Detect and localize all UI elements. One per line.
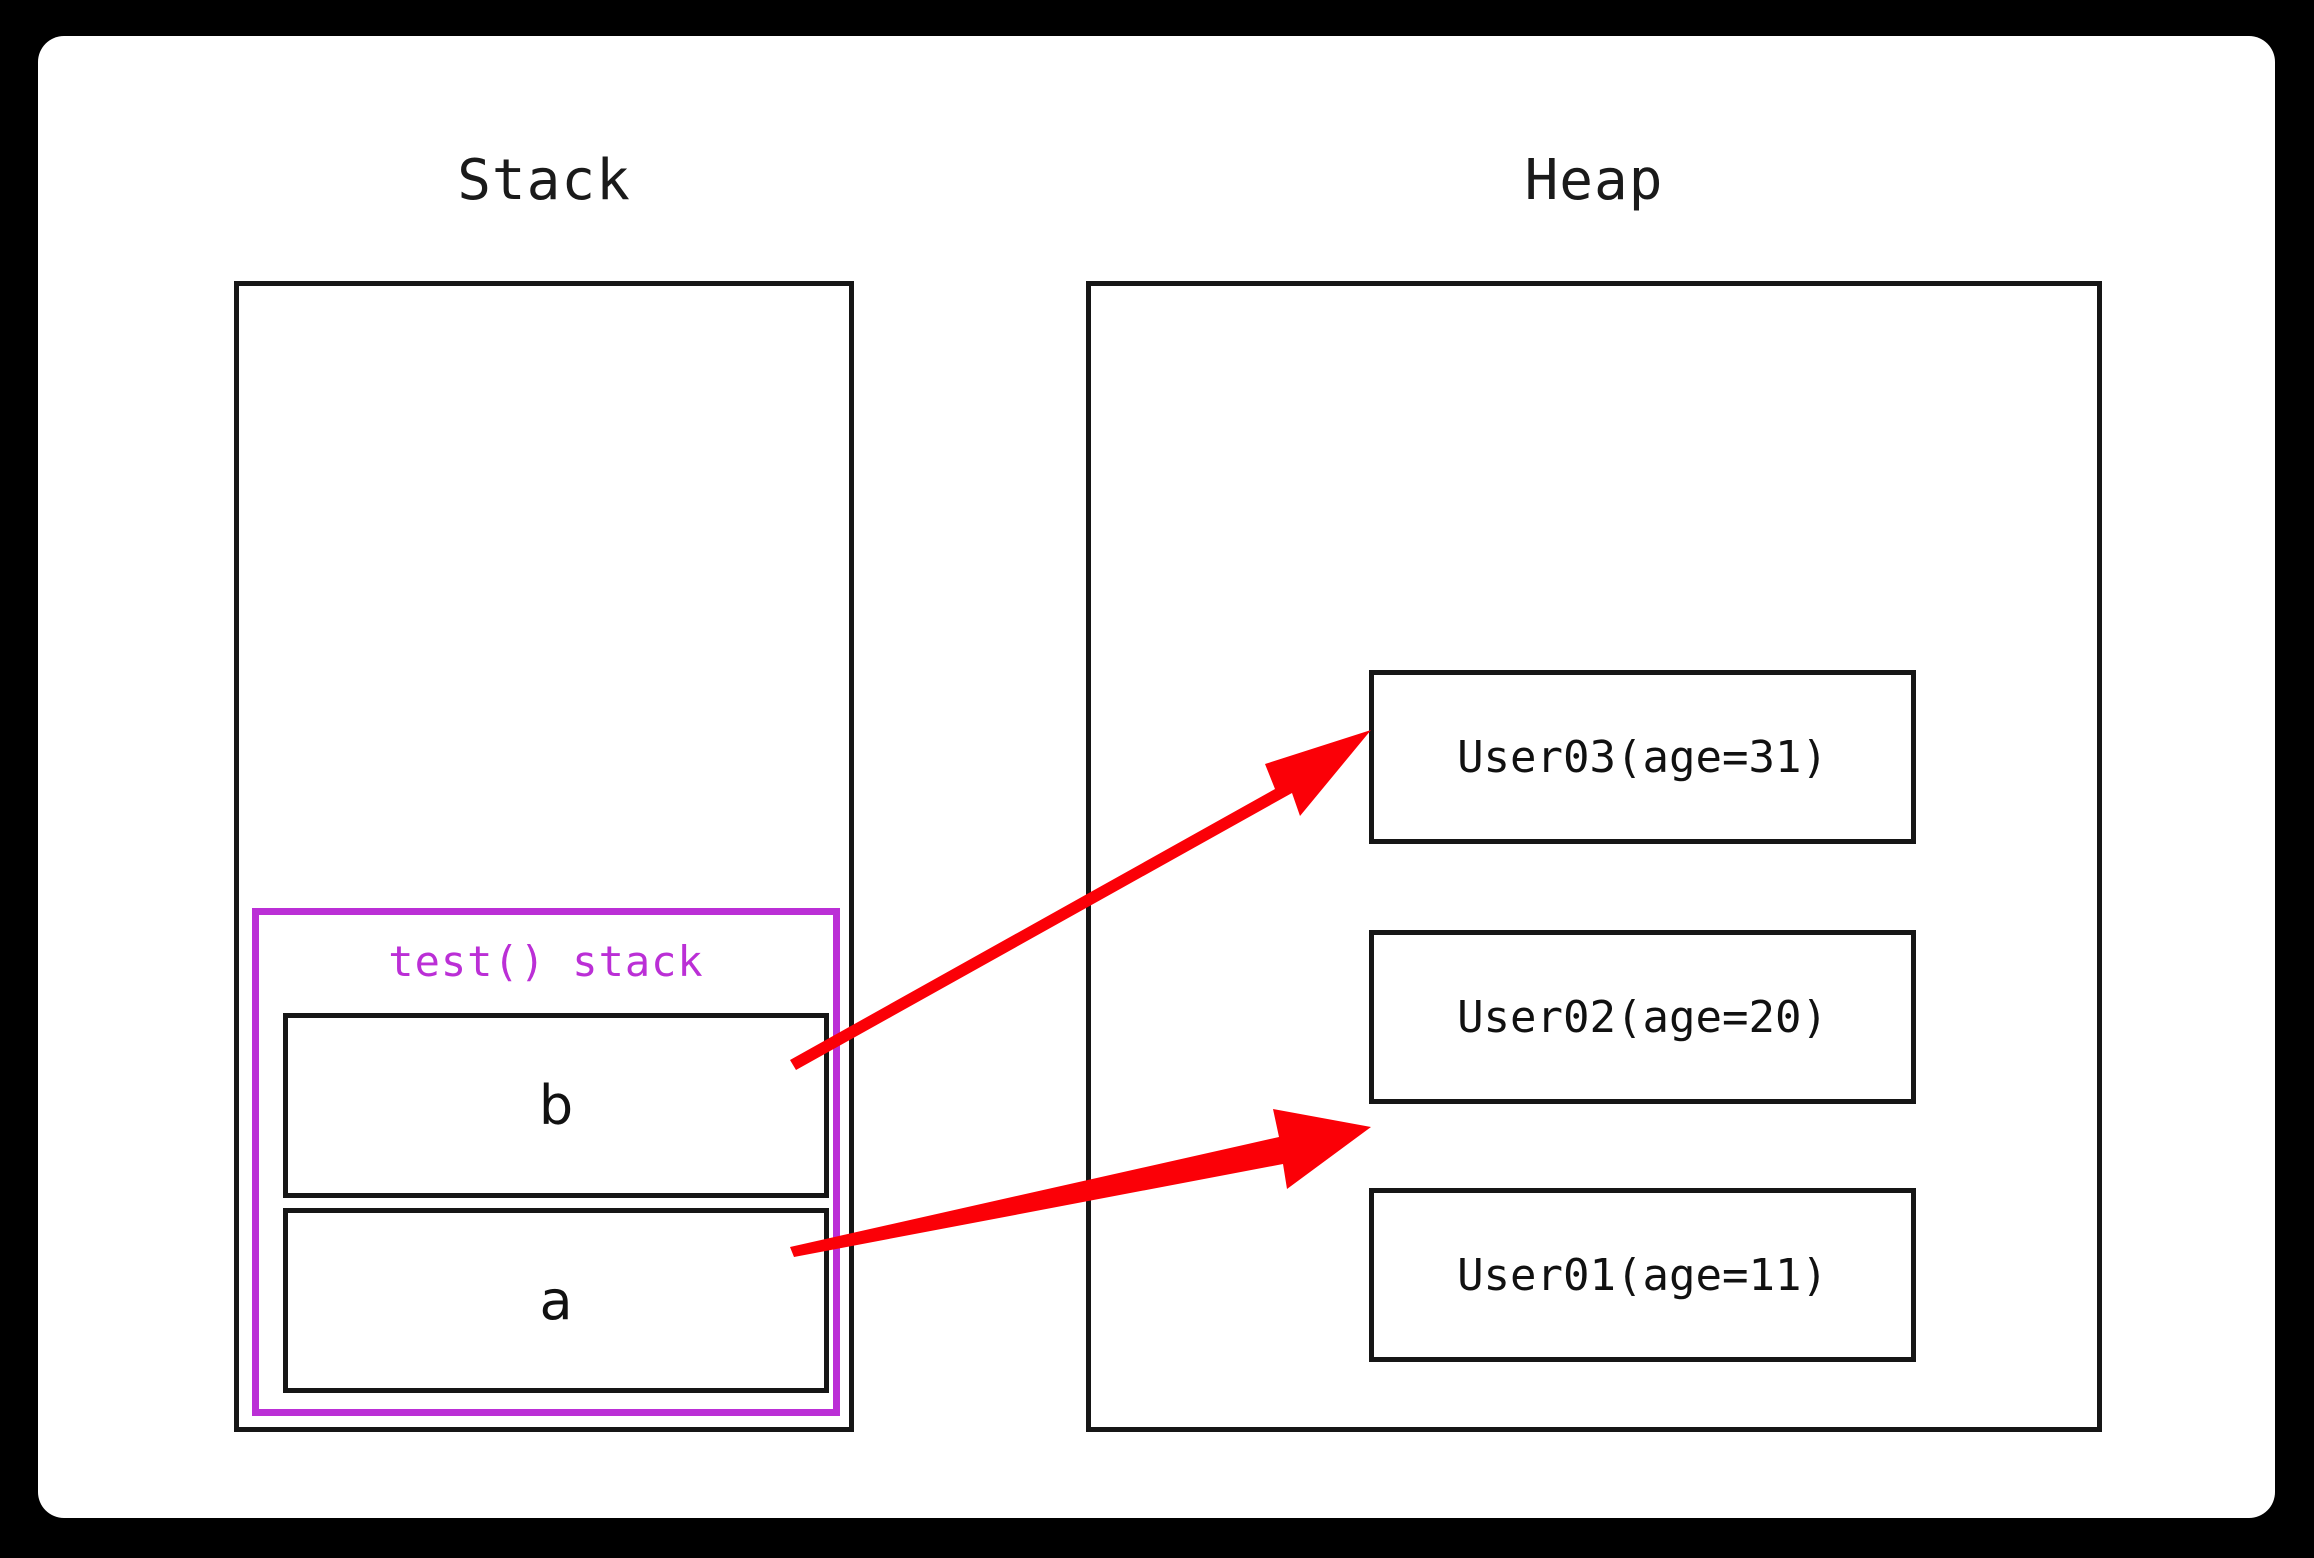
heap-object-user02: User02(age=20) bbox=[1369, 930, 1916, 1104]
stack-slot-a: a bbox=[283, 1208, 829, 1393]
heap-object-user01: User01(age=11) bbox=[1369, 1188, 1916, 1362]
stack-slot-b: b bbox=[283, 1013, 829, 1198]
diagram-sheet: Stack Heap test() stack b a User03(age=3… bbox=[38, 36, 2275, 1518]
heap-object-user03: User03(age=31) bbox=[1369, 670, 1916, 844]
heap-column-title: Heap bbox=[1524, 148, 1664, 213]
stack-slot-b-label: b bbox=[538, 1073, 574, 1137]
test-stack-frame-label: test() stack bbox=[388, 937, 704, 986]
heap-object-user02-label: User02(age=20) bbox=[1457, 991, 1828, 1043]
stack-column-title: Stack bbox=[457, 148, 631, 213]
heap-object-user01-label: User01(age=11) bbox=[1457, 1249, 1828, 1301]
heap-object-user03-label: User03(age=31) bbox=[1457, 731, 1828, 783]
stack-slot-a-label: a bbox=[539, 1268, 573, 1332]
